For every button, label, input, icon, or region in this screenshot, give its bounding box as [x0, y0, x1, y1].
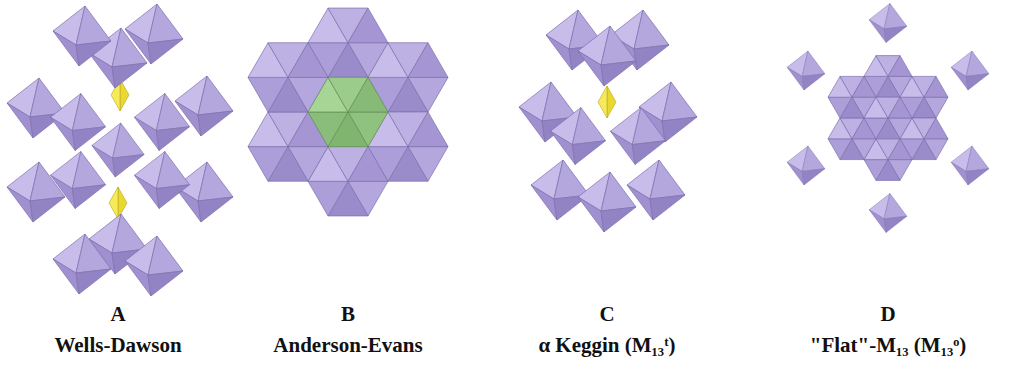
- figure-letter: B: [341, 302, 355, 326]
- structure-name-holder: α Keggin (M₁₃ᵗ): [538, 333, 675, 358]
- figure-letter-holder: B: [341, 302, 355, 327]
- structure-name-holder: Anderson-Evans: [273, 333, 422, 358]
- structure-name-holder: "Flat"-M₁₃ (M₁₃ᵒ): [810, 333, 967, 358]
- structure-name: Anderson-Evans: [273, 333, 422, 357]
- structure-name-holder: Wells-Dawson: [54, 333, 181, 358]
- structure-name: "Flat"-M₁₃ (M₁₃ᵒ): [810, 333, 967, 357]
- wells-dawson-structure: [7, 4, 233, 296]
- flat-m13-structure: [787, 3, 989, 232]
- structure-name: Wells-Dawson: [54, 333, 181, 357]
- figure-letter: A: [110, 302, 125, 326]
- figure-letter-holder: C: [599, 302, 614, 327]
- anderson-evans-structure: [248, 8, 448, 216]
- figure-letter-holder: D: [880, 302, 895, 327]
- figure-letter: D: [880, 302, 895, 326]
- structure-name: α Keggin (M₁₃ᵗ): [538, 333, 675, 357]
- figure-letter: C: [599, 302, 614, 326]
- figure-letter-holder: A: [110, 302, 125, 327]
- keggin-structure: [519, 10, 697, 232]
